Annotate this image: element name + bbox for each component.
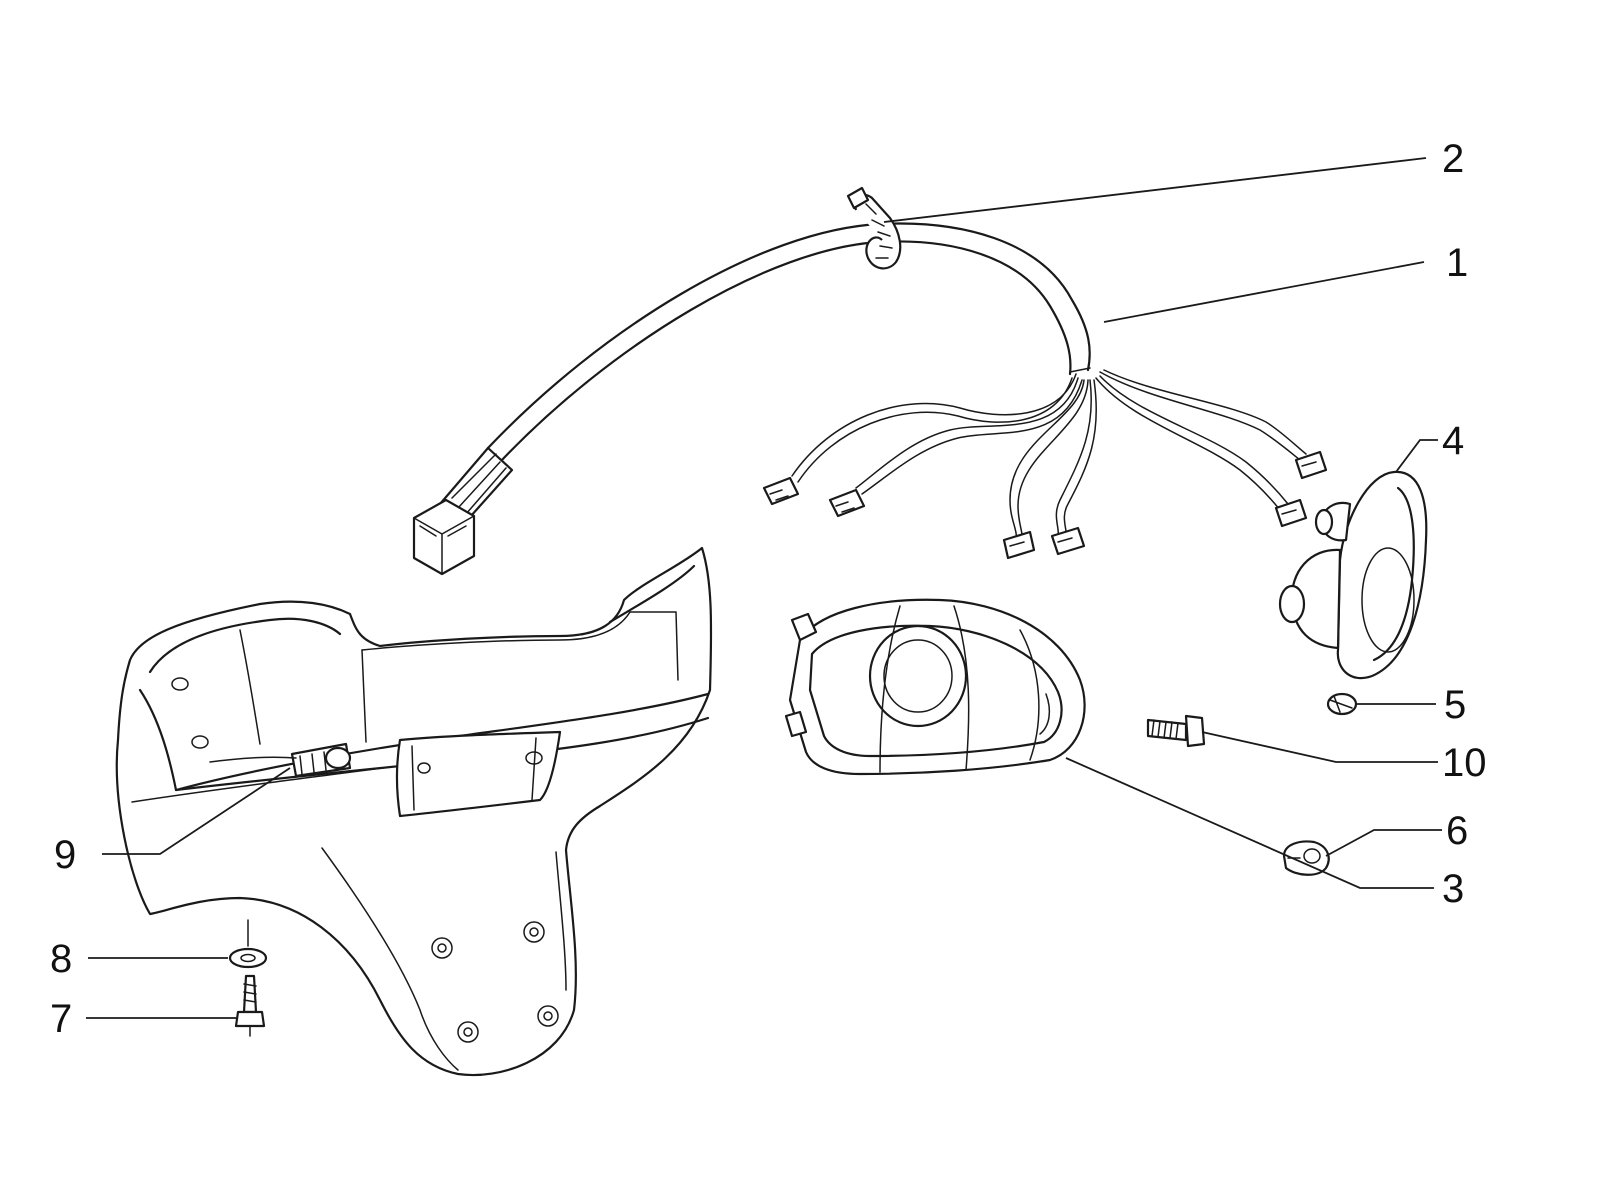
wiring-harness: [412, 222, 1328, 576]
callout-2: 2: [1442, 137, 1464, 181]
bulb-part-5: [1326, 692, 1358, 716]
leader-4: [1395, 439, 1438, 473]
screw-part-7: [234, 974, 266, 1037]
mounting-boss: [523, 921, 545, 943]
wire-terminal: [828, 488, 866, 518]
mounting-boss: [431, 937, 453, 959]
wire-terminal: [1050, 526, 1086, 556]
leader-9: [102, 767, 291, 855]
leader-6: [1325, 829, 1442, 857]
callout-9: 9: [54, 833, 76, 877]
callout-1: 1: [1446, 241, 1468, 285]
leader-10: [1201, 731, 1438, 763]
callout-4: 4: [1442, 419, 1464, 463]
leader-3: [1065, 757, 1434, 889]
leader-2: [883, 157, 1427, 223]
turn-signal-lamp: [1278, 470, 1428, 680]
callout-labels: 2 1 4 5 10 6 3 9 8 7: [50, 137, 1487, 1041]
leader-lines: [86, 157, 1442, 1019]
callout-7: 7: [50, 997, 72, 1041]
wire-terminal: [762, 476, 800, 506]
callout-6: 6: [1446, 809, 1468, 853]
callout-3: 3: [1442, 867, 1464, 911]
leader-1: [1103, 261, 1425, 323]
wire-terminal: [1002, 530, 1036, 560]
mounting-boss: [537, 1005, 559, 1027]
callout-8: 8: [50, 937, 72, 981]
washer-part-8: [228, 919, 268, 969]
handlebar-cover: [115, 546, 713, 1077]
wire-terminal: [1274, 498, 1308, 528]
bolt-part-10: [1146, 714, 1206, 748]
callout-10: 10: [1442, 741, 1487, 785]
wire-terminal: [1294, 450, 1328, 480]
headlight-assembly: [784, 598, 1086, 776]
callout-5: 5: [1444, 683, 1466, 727]
cable-tie: [846, 186, 902, 270]
mounting-boss: [457, 1021, 479, 1043]
